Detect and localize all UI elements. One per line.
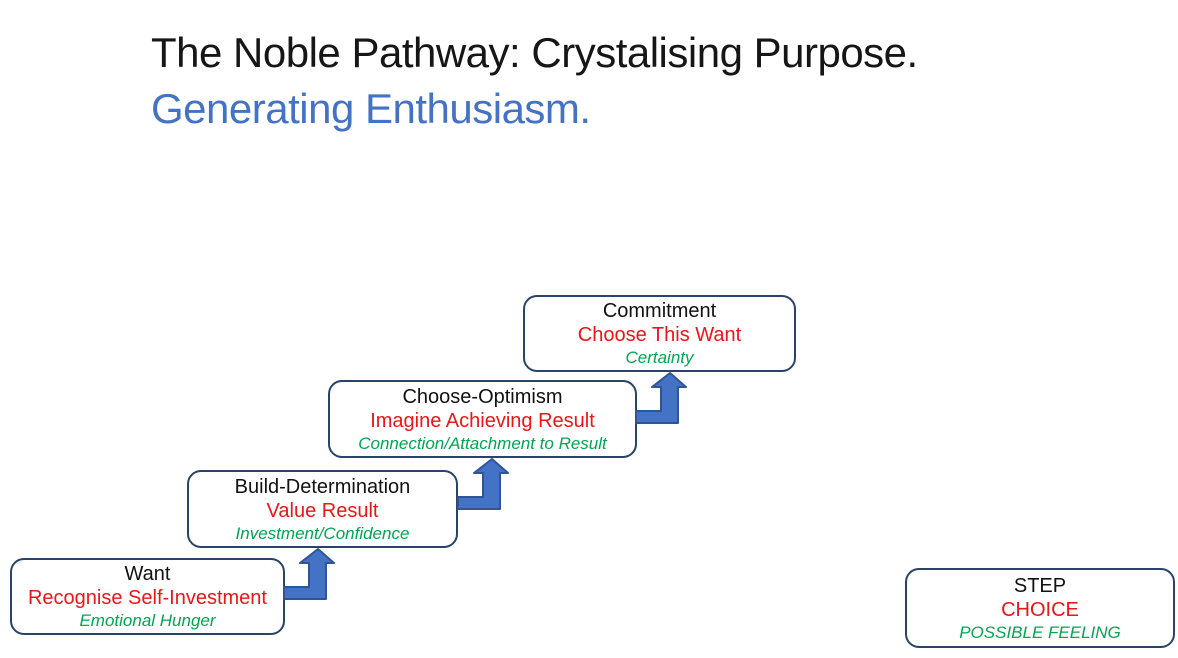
step-box-choose-optimism: Choose-Optimism Imagine Achieving Result… (328, 380, 637, 458)
slide-title: The Noble Pathway: Crystalising Purpose. (151, 29, 918, 76)
bent-up-arrow-icon (635, 372, 687, 424)
bent-up-arrow-icon (457, 458, 509, 510)
step-name: Choose-Optimism (402, 385, 563, 408)
legend-step-label: STEP (1013, 574, 1067, 597)
slide-subtitle: Generating Enthusiasm. (151, 84, 591, 132)
step-feeling: Emotional Hunger (79, 611, 216, 630)
bent-up-arrow-icon (283, 548, 335, 600)
step-name: Want (124, 563, 171, 585)
step-choice: Imagine Achieving Result (370, 409, 595, 432)
legend-choice-label: CHOICE (1001, 598, 1079, 621)
step-choice: Value Result (266, 499, 379, 522)
step-feeling: Certainty (625, 348, 694, 367)
title-block: The Noble Pathway: Crystalising Purpose.… (151, 24, 918, 137)
legend-feeling-label: POSSIBLE FEELING (959, 622, 1121, 642)
step-choice: Choose This Want (577, 324, 742, 346)
step-box-build-determination: Build-Determination Value Result Investm… (187, 470, 458, 548)
step-feeling: Investment/Confidence (235, 523, 410, 543)
step-choice: Recognise Self-Investment (27, 587, 267, 609)
step-name: Build-Determination (234, 475, 411, 498)
step-feeling: Connection/Attachment to Result (358, 433, 607, 453)
step-name: Commitment (602, 300, 717, 322)
step-box-want: Want Recognise Self-Investment Emotional… (10, 558, 285, 635)
step-box-commitment: Commitment Choose This Want Certainty (523, 295, 796, 372)
legend-box: STEP CHOICE POSSIBLE FEELING (905, 568, 1175, 648)
